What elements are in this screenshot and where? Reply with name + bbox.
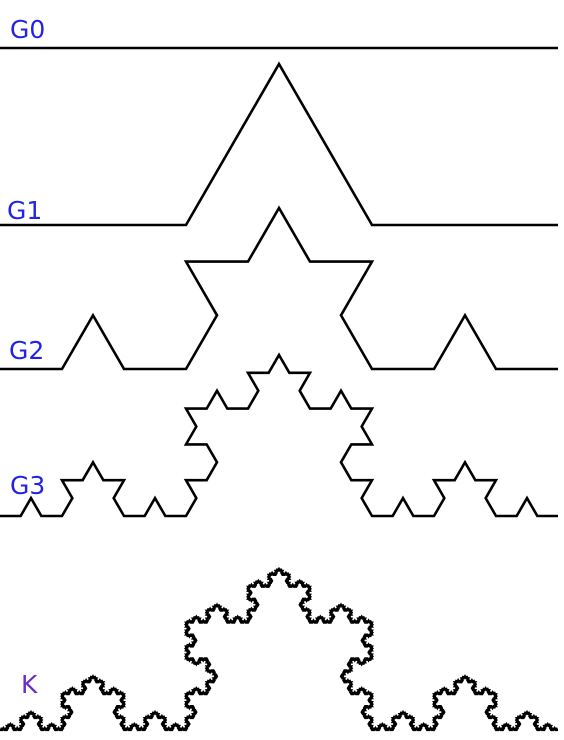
curve-g1 — [0, 61, 558, 227]
curve-g2 — [0, 205, 558, 371]
label-k: K — [21, 670, 38, 699]
label-g2: G2 — [9, 336, 45, 365]
curve-g3 — [0, 352, 558, 518]
label-g0: G0 — [10, 15, 46, 44]
label-g3: G3 — [10, 471, 46, 500]
curve-k-limit — [0, 566, 559, 732]
label-g1: G1 — [7, 196, 43, 225]
